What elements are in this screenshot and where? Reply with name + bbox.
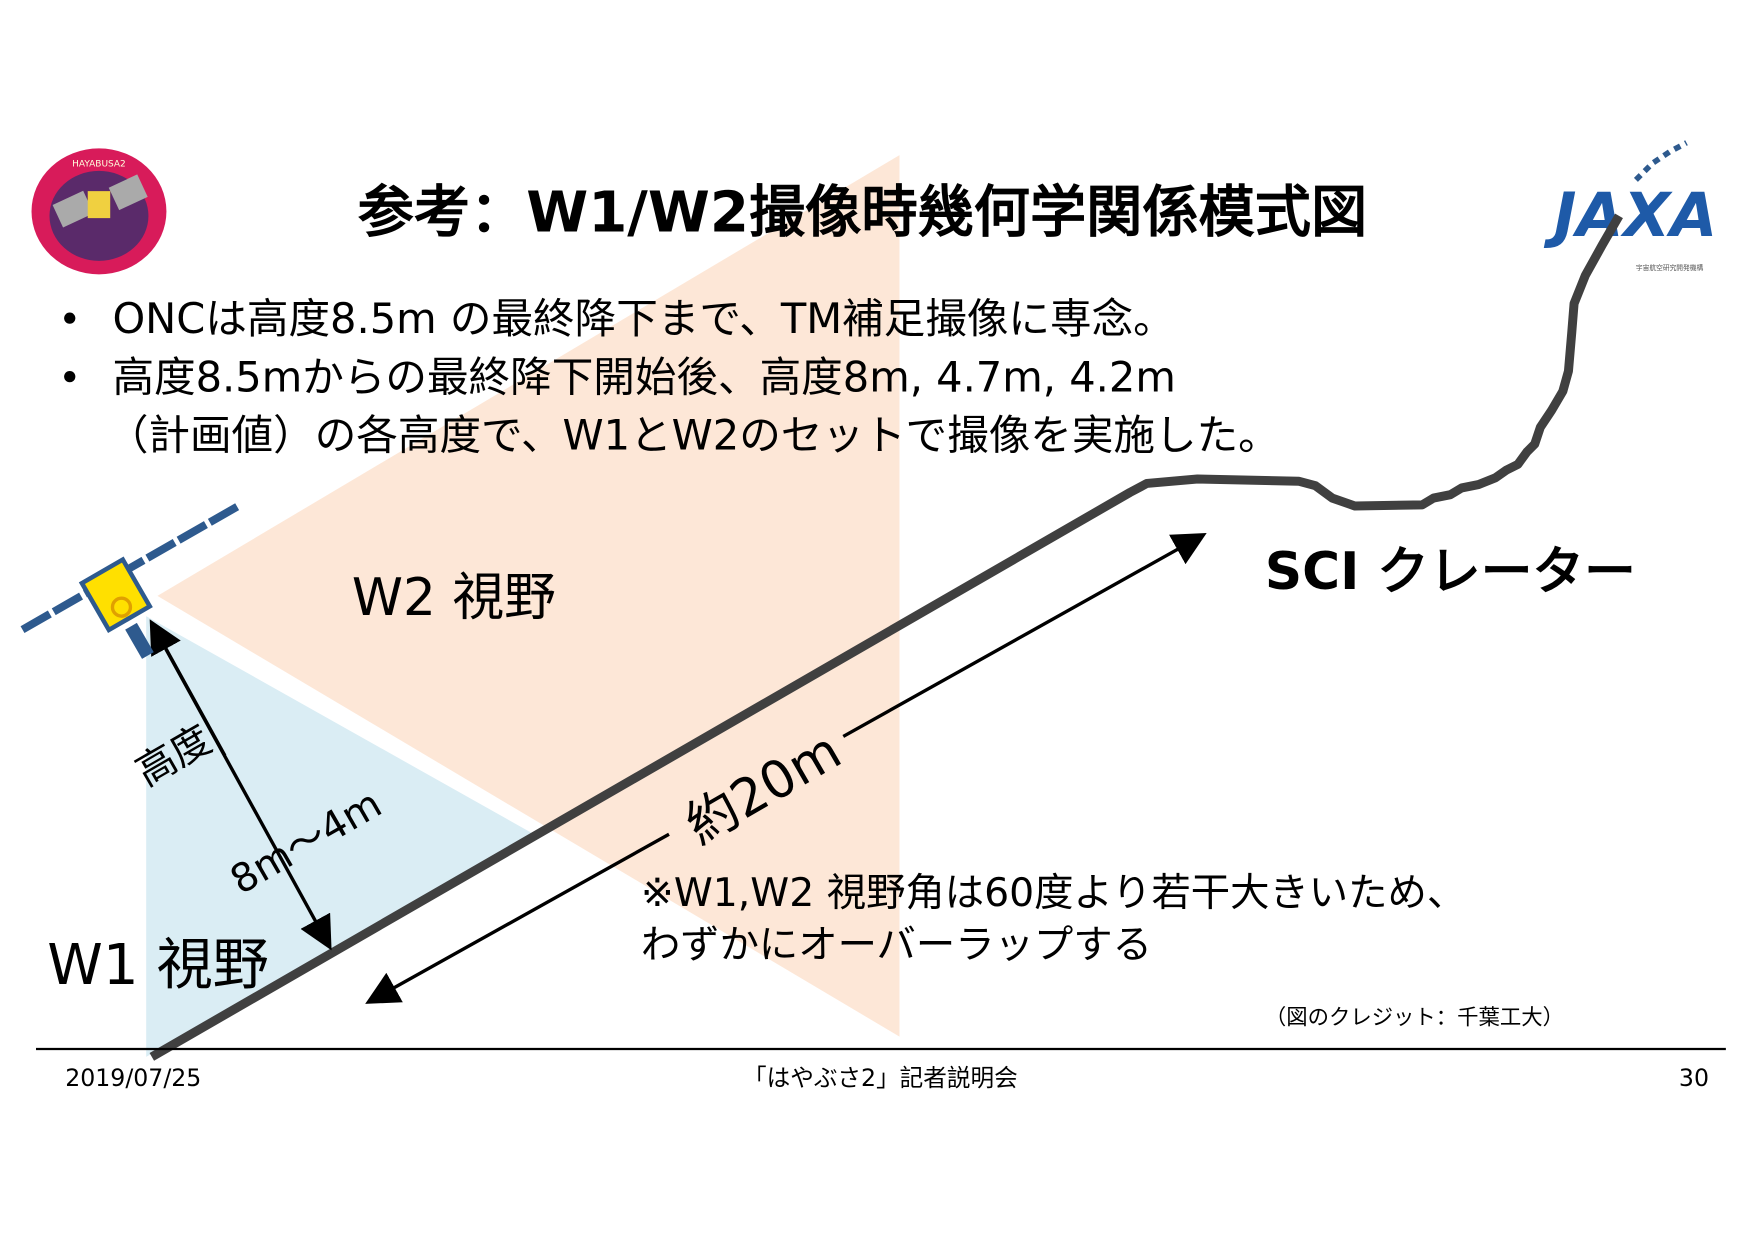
bullet-list: ONCは高度8.5m の最終降下まで、TM補足撮像に専念。 高度8.5mからの最…: [64, 294, 1280, 460]
svg-text:HAYABUSA2: HAYABUSA2: [72, 159, 126, 169]
bullet-2-cont: （計画値）の各高度で、W1とW2のセットで撮像を実施した。: [107, 411, 1280, 460]
w1-fov-label: W1 視野: [47, 933, 269, 998]
spacecraft-icon: [20, 502, 241, 659]
w2-fov-label: W2 視野: [352, 568, 556, 628]
svg-text:宇宙航空研究開発機構: 宇宙航空研究開発機構: [1636, 263, 1704, 272]
hayabusa2-patch-logo: HAYABUSA2: [31, 148, 167, 275]
crater-label: SCI クレーター: [1265, 542, 1636, 602]
figure-credit: （図のクレジット：千葉工大）: [1265, 1005, 1564, 1030]
bullet-1: ONCは高度8.5m の最終降下まで、TM補足撮像に専念。: [112, 294, 1174, 343]
page-number: 30: [1679, 1064, 1709, 1092]
distance-arrow-lower: [365, 832, 670, 1004]
footer-date: 2019/07/25: [65, 1064, 201, 1092]
distance-arrow-upper: [842, 533, 1207, 738]
bullet-2: 高度8.5mからの最終降下開始後、高度8m, 4.7m, 4.2m: [112, 352, 1175, 401]
footer-event: 「はやぶさ2」記者説明会: [743, 1064, 1018, 1092]
slide-title: 参考：W1/W2撮像時幾何学関係模式図: [358, 181, 1368, 246]
w1-field-of-view: [146, 616, 535, 1057]
overlap-note-2: わずかにオーバーラップする: [641, 922, 1152, 968]
w2-field-of-view: [157, 155, 900, 1037]
svg-text:JAXA: JAXA: [1543, 181, 1717, 251]
overlap-note-1: ※W1,W2 視野角は60度より若干大きいため、: [641, 870, 1466, 916]
terrain-profile: [149, 213, 1623, 1061]
jaxa-logo: JAXA 宇宙航空研究開発機構: [1543, 140, 1717, 272]
